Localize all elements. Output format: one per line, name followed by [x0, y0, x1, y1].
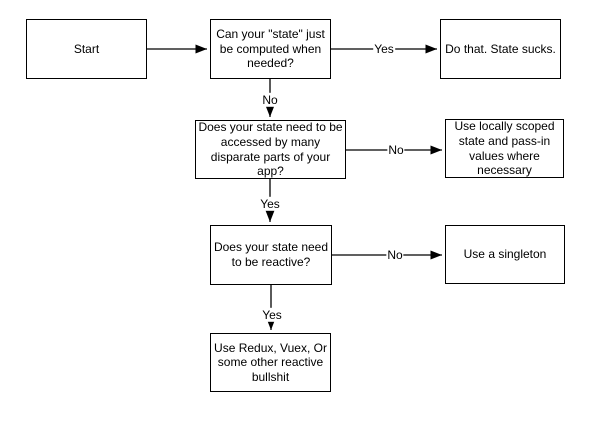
- edge-label-computed-no: No: [261, 92, 279, 108]
- edge-label-disparate-no: No: [387, 142, 405, 158]
- edge-label-reactive-no: No: [386, 247, 404, 263]
- node-result-redux: Use Redux, Vuex, Or some other reactive …: [210, 333, 331, 392]
- edge-label-disparate-yes: Yes: [259, 196, 281, 212]
- node-question-computed: Can your "state" just be computed when n…: [210, 19, 331, 79]
- node-start: Start: [26, 19, 147, 79]
- node-question-disparate: Does your state need to be accessed by m…: [195, 120, 346, 179]
- edge-label-reactive-yes: Yes: [261, 307, 283, 323]
- node-result-do-that: Do that. State sucks.: [440, 19, 561, 79]
- node-result-singleton: Use a singleton: [445, 225, 565, 284]
- node-result-locally-scoped: Use locally scoped state and pass-in val…: [445, 119, 564, 178]
- edge-label-computed-yes: Yes: [373, 41, 395, 57]
- node-question-reactive: Does your state need to be reactive?: [210, 225, 332, 285]
